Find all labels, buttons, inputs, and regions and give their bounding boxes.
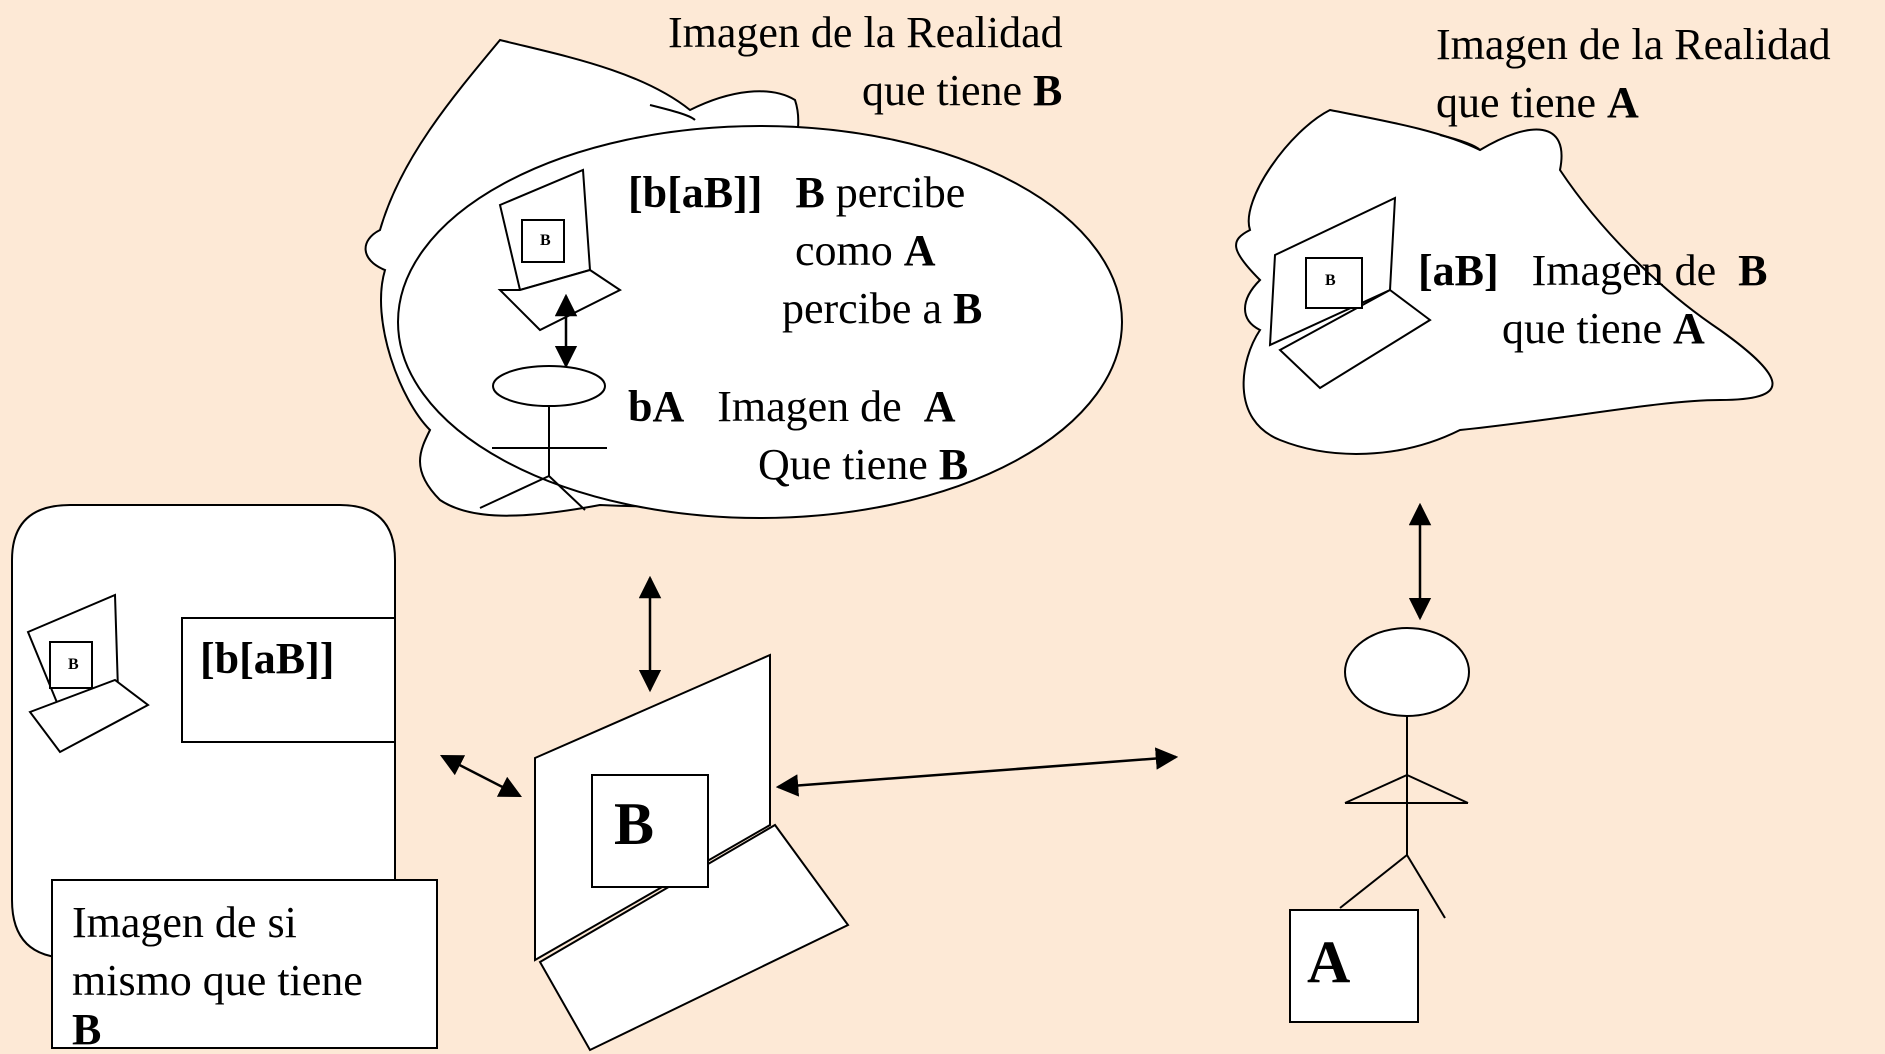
arrow-self-image-laptop [439, 754, 523, 798]
person-a-letter: A [1307, 929, 1351, 995]
a-reality-mini-letter: B [1325, 272, 1336, 289]
ab-label-line2: que tiene A [1502, 304, 1705, 353]
arrow-laptop-person [775, 747, 1179, 797]
a-reality-title-line2: que tiene A [1436, 78, 1639, 127]
ba-label-line1: bA Imagen de A [628, 382, 956, 431]
b-reality-cloud-fold [649, 104, 696, 121]
self-image-label: [b[aB]] [200, 634, 335, 683]
meta-perspective-line1: [b[aB]] B percibe [628, 168, 966, 217]
mini-laptop-self-image [26, 593, 150, 754]
meta-perspective-line2: como A [795, 226, 936, 275]
a-reality-cloud [1235, 108, 1774, 455]
b-reality-title-line2: que tiene B [862, 66, 1063, 115]
mini-person-b-reality [479, 365, 607, 511]
person-a-label-box [1289, 909, 1419, 1023]
a-reality-cloud-fold [1439, 134, 1481, 151]
self-image-caption-box [51, 879, 438, 1049]
laptop-b [534, 653, 850, 1052]
person-a [1339, 627, 1470, 919]
ba-label-line2: Que tiene B [758, 440, 969, 489]
a-reality-title: Imagen de la Realidad [1436, 20, 1831, 69]
laptop-b-letter: B [614, 791, 655, 857]
self-image-label-box [181, 617, 396, 743]
ab-label-line1: [aB] Imagen de B [1418, 246, 1768, 295]
b-reality-title: Imagen de la Realidad [668, 8, 1063, 57]
meta-perspective-line3: percibe a B [782, 284, 983, 333]
mini-laptop-a-reality [1268, 196, 1432, 390]
self-image-caption: Imagen de si mismo que tiene B [72, 898, 363, 1054]
b-reality-mini-letter: B [540, 232, 551, 249]
self-image-mini-letter: B [68, 656, 79, 673]
